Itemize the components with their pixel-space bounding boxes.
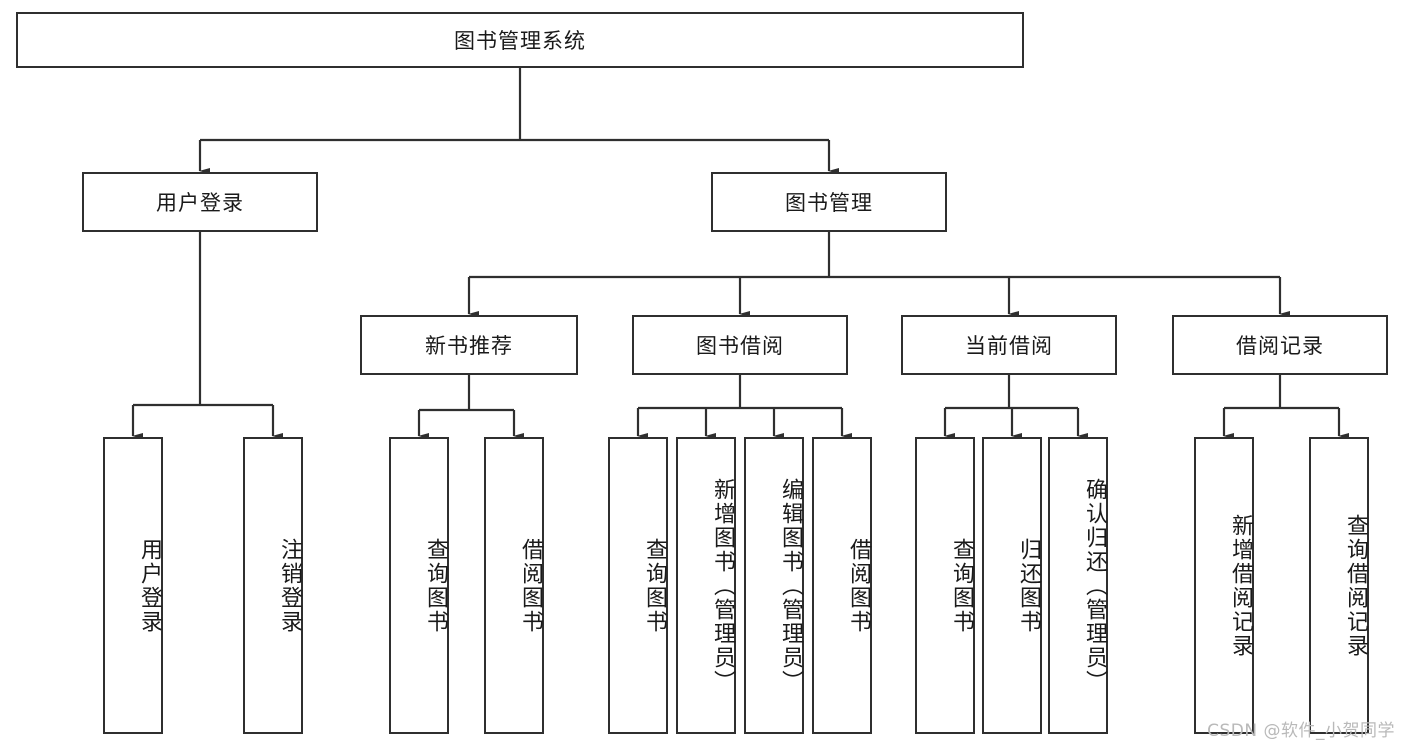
node-l2[interactable]: 注销登录 (243, 437, 303, 734)
node-label: 查询图书 (423, 537, 448, 634)
node-label: 编辑图书（管理员） (778, 477, 803, 694)
node-label: 注销登录 (277, 537, 302, 634)
node-l10[interactable]: 归还图书 (982, 437, 1042, 734)
node-l4[interactable]: 借阅图书 (484, 437, 544, 734)
node-label: 借阅图书 (518, 537, 543, 634)
node-label: 用户登录 (156, 191, 244, 215)
node-newbook[interactable]: 新书推荐 (360, 315, 578, 375)
node-l8[interactable]: 借阅图书 (812, 437, 872, 734)
watermark: CSDN @软件_小贺同学 (1207, 721, 1395, 741)
node-l6[interactable]: 新增图书（管理员） (676, 437, 736, 734)
node-l9[interactable]: 查询图书 (915, 437, 975, 734)
node-label: 新增借阅记录 (1228, 513, 1253, 658)
node-label: 新书推荐 (425, 334, 513, 358)
node-label: 查询图书 (949, 537, 974, 634)
node-borrow[interactable]: 图书借阅 (632, 315, 848, 375)
node-label: 用户登录 (137, 537, 162, 634)
node-l7[interactable]: 编辑图书（管理员） (744, 437, 804, 734)
node-label: 当前借阅 (965, 334, 1053, 358)
node-label: 借阅图书 (846, 537, 871, 634)
node-label: 确认归还（管理员） (1082, 477, 1107, 694)
node-l3[interactable]: 查询图书 (389, 437, 449, 734)
node-label: 新增图书（管理员） (710, 477, 735, 694)
node-l13[interactable]: 查询借阅记录 (1309, 437, 1369, 734)
node-record[interactable]: 借阅记录 (1172, 315, 1388, 375)
node-label: 查询图书 (642, 537, 667, 634)
node-label: 图书管理系统 (454, 29, 586, 53)
node-l1[interactable]: 用户登录 (103, 437, 163, 734)
node-label: 图书管理 (785, 191, 873, 215)
node-l5[interactable]: 查询图书 (608, 437, 668, 734)
node-current[interactable]: 当前借阅 (901, 315, 1117, 375)
node-l11[interactable]: 确认归还（管理员） (1048, 437, 1108, 734)
node-login[interactable]: 用户登录 (82, 172, 318, 232)
node-label: 借阅记录 (1236, 334, 1324, 358)
node-label: 归还图书 (1016, 537, 1041, 634)
node-label: 图书借阅 (696, 334, 784, 358)
node-l12[interactable]: 新增借阅记录 (1194, 437, 1254, 734)
node-bookmgmt[interactable]: 图书管理 (711, 172, 947, 232)
node-root[interactable]: 图书管理系统 (16, 12, 1024, 68)
node-label: 查询借阅记录 (1343, 513, 1368, 658)
